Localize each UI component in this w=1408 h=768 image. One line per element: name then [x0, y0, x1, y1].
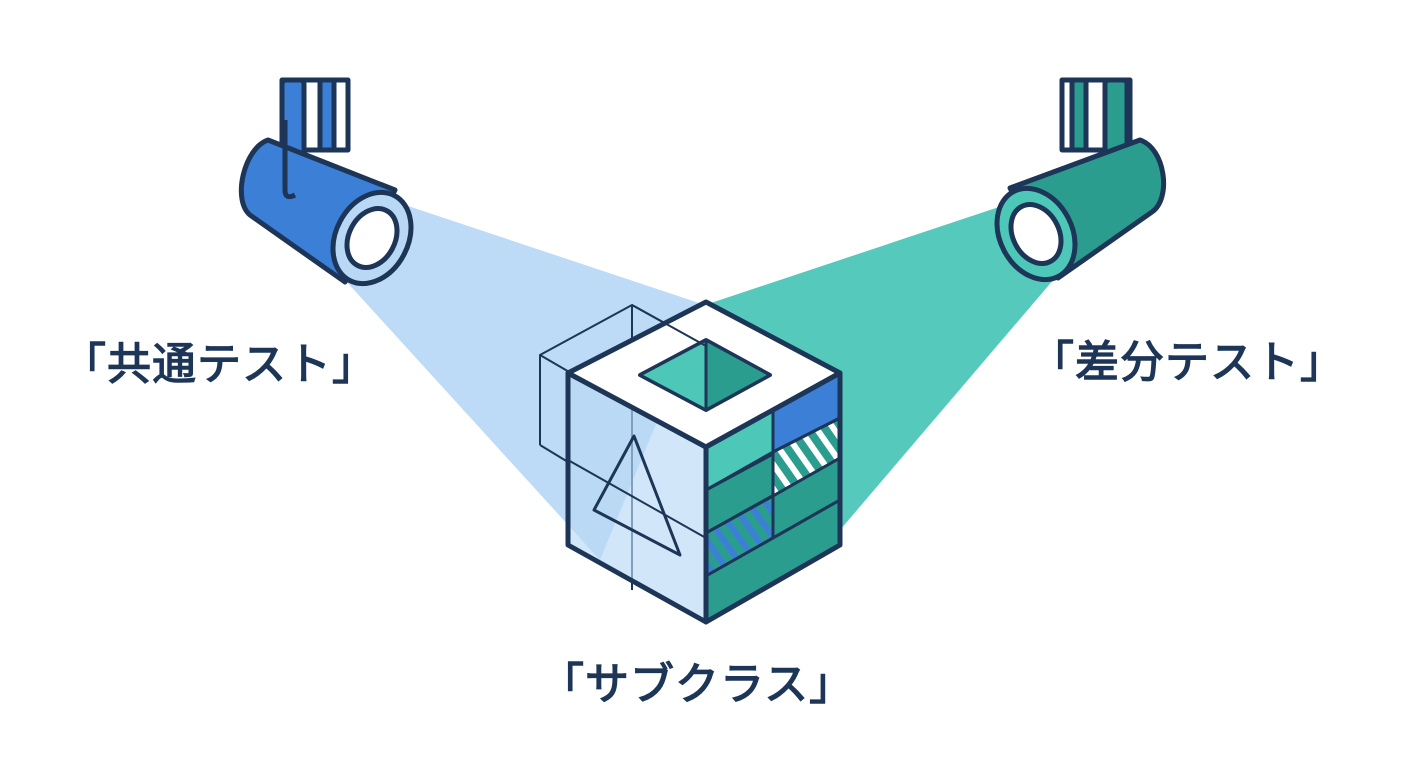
right-spotlight-icon	[994, 77, 1167, 283]
left-spotlight-icon	[238, 77, 414, 287]
common-test-label: 「共通テスト」	[62, 339, 377, 390]
triangle-shape	[592, 434, 682, 557]
subclass-cube-icon	[539, 299, 843, 625]
subclass-label: 「サブクラス」	[540, 659, 855, 710]
diff-test-label: 「差分テスト」	[1030, 337, 1345, 388]
